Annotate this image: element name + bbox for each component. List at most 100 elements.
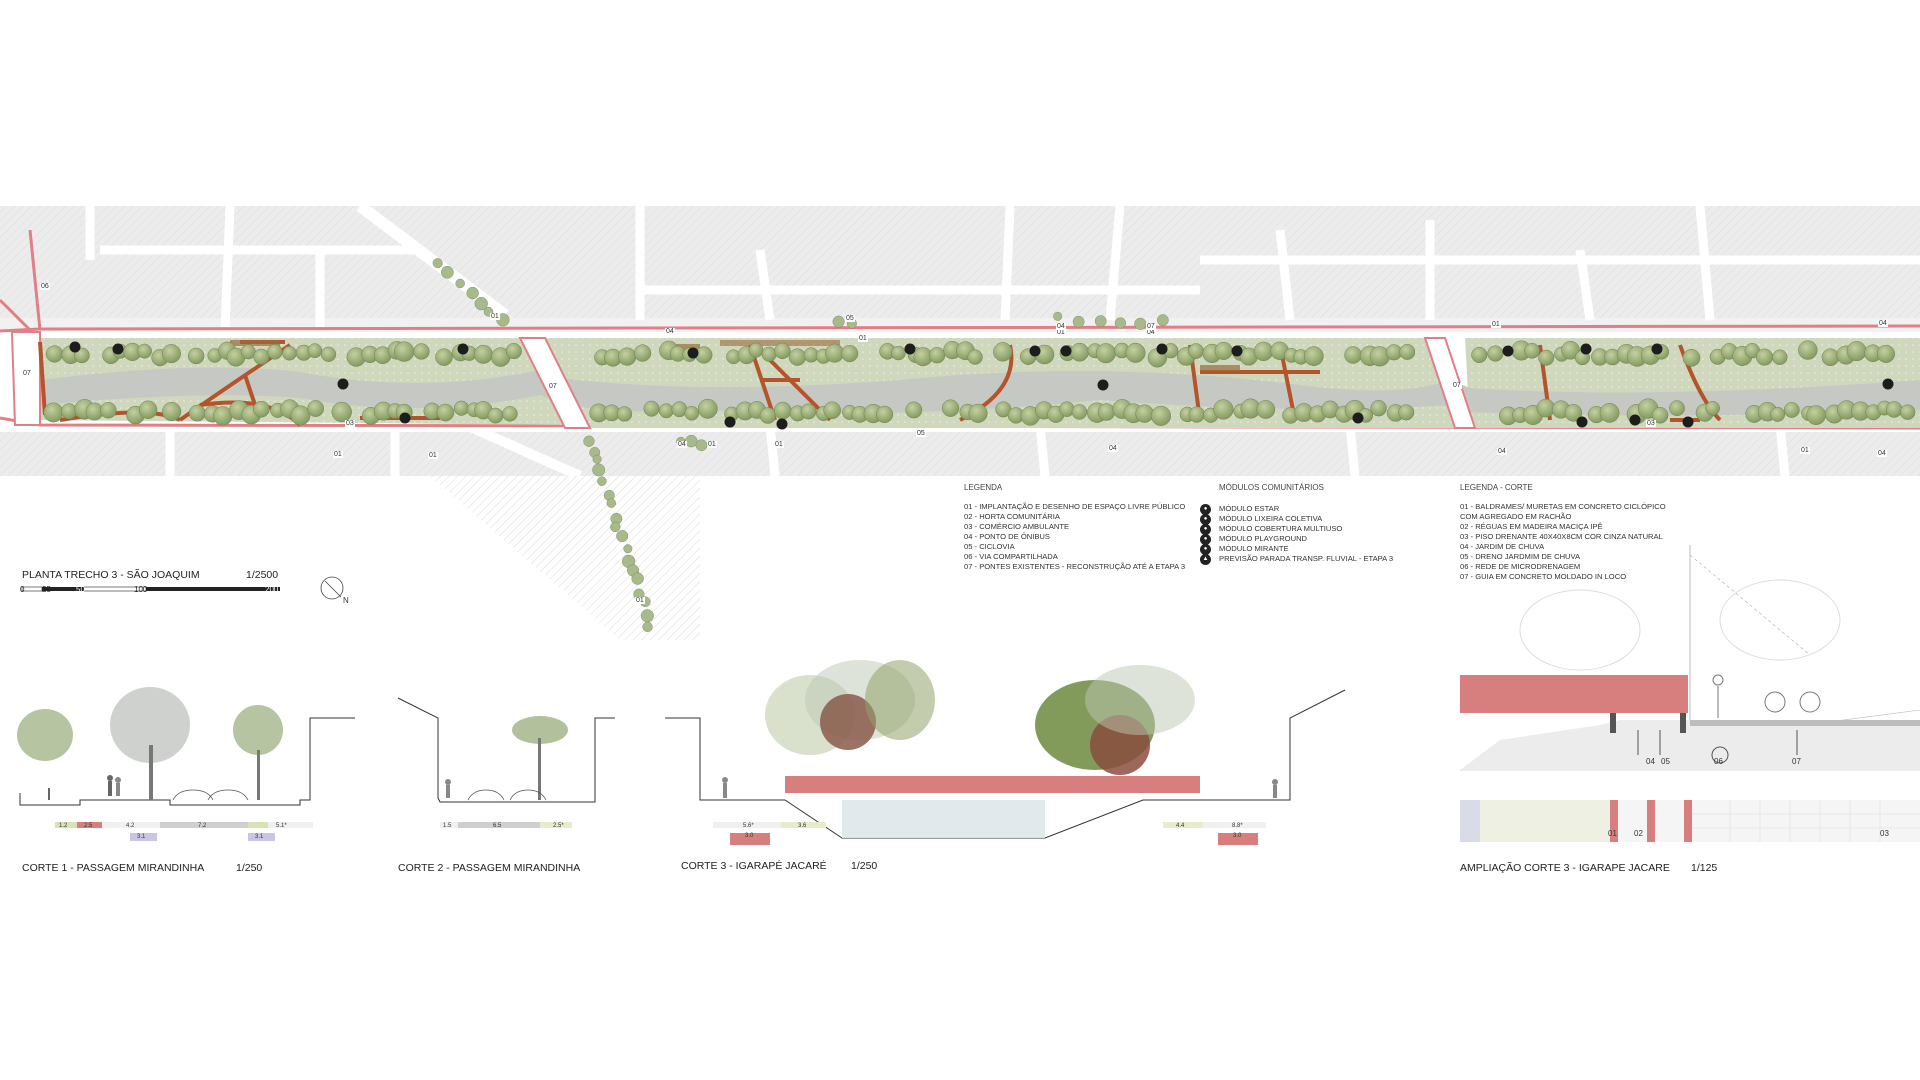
plan-tree bbox=[320, 346, 337, 362]
s2-dim: 2.5* bbox=[553, 823, 564, 829]
plan-tree bbox=[487, 407, 504, 424]
module-icon bbox=[1629, 414, 1641, 426]
plan-tree bbox=[162, 401, 182, 422]
legend-item: 03 - COMÉRCIO AMBULANTE bbox=[964, 522, 1070, 531]
plan-tree bbox=[774, 342, 791, 360]
plan-tree bbox=[282, 345, 297, 361]
plan-tree bbox=[413, 343, 430, 360]
plan-callout: 03 bbox=[1646, 420, 1656, 427]
plan-tree bbox=[473, 344, 493, 364]
plan-tree bbox=[307, 400, 325, 417]
section-legend-item: 06 - REDE DE MICRODRENAGEM bbox=[1460, 562, 1581, 571]
plan-tree bbox=[137, 343, 152, 359]
street-tree bbox=[631, 572, 644, 585]
module-icon bbox=[1097, 379, 1109, 391]
detail-label: 04 bbox=[1646, 757, 1655, 766]
street-tree bbox=[432, 258, 443, 269]
scalebar-label-25: 25 bbox=[42, 585, 51, 594]
plan-tree bbox=[1772, 349, 1788, 365]
street-tree bbox=[1157, 314, 1169, 326]
plan-tree bbox=[394, 341, 415, 362]
plan-tree bbox=[1564, 404, 1583, 422]
north-arrow bbox=[320, 576, 344, 600]
scalebar-label-200: 200 bbox=[265, 585, 279, 594]
plan-tree bbox=[161, 344, 181, 364]
s3-dim: 3.0 bbox=[745, 833, 754, 839]
plan-tree bbox=[502, 406, 518, 422]
plan-tree bbox=[633, 344, 652, 362]
plan-tree bbox=[1125, 342, 1146, 363]
module-row: ●MÓDULO COBERTURA MULTIUSO bbox=[1200, 523, 1393, 535]
street-tree bbox=[610, 521, 621, 533]
plan-tree bbox=[841, 345, 859, 363]
plan-scale: 1/2500 bbox=[246, 569, 279, 581]
module-icon bbox=[776, 418, 788, 430]
module-icon bbox=[1580, 343, 1592, 355]
plan-tree bbox=[891, 345, 906, 361]
s3-dim: 3.0 bbox=[1233, 833, 1242, 839]
legend-item: 06 - VIA COMPARTILHADA bbox=[964, 552, 1058, 561]
plan-callout: 04 bbox=[1877, 450, 1887, 457]
s1-dim: 3.1 bbox=[137, 834, 146, 840]
module-icon bbox=[904, 343, 916, 355]
plan-tree bbox=[61, 403, 77, 420]
plan-tree bbox=[1783, 402, 1800, 418]
plan-tree bbox=[1303, 346, 1324, 366]
plan-callout: 01 bbox=[1491, 321, 1501, 328]
plan-tree bbox=[875, 405, 894, 423]
module-row: ●MÓDULO LIXEIRA COLETIVA bbox=[1200, 513, 1393, 525]
plan-tree bbox=[1095, 343, 1116, 364]
plan-tree bbox=[1561, 340, 1580, 360]
plan-tree bbox=[45, 345, 64, 363]
modules-title: MÓDULOS COMUNITÁRIOS bbox=[1219, 483, 1324, 492]
legend-item: 07 - PONTES EXISTENTES - RECONSTRUÇÃO AT… bbox=[964, 562, 1186, 571]
plan-tree bbox=[1705, 400, 1720, 416]
module-icon bbox=[1576, 416, 1588, 428]
plan-tree bbox=[1599, 403, 1620, 423]
module-row: ●MÓDULO MIRANTE bbox=[1200, 543, 1393, 555]
module-icon bbox=[69, 341, 81, 353]
street-tree bbox=[695, 439, 708, 452]
module-icon bbox=[1651, 343, 1663, 355]
section-2 bbox=[397, 697, 615, 828]
plan-callout: 05 bbox=[845, 315, 855, 322]
plan-tree bbox=[1846, 341, 1867, 362]
plan-tree bbox=[1821, 348, 1840, 367]
street-tree bbox=[441, 265, 454, 279]
plan-tree bbox=[800, 403, 817, 420]
module-icon bbox=[337, 378, 349, 390]
plan-callout: 01 bbox=[428, 452, 438, 459]
modules-list: ●MÓDULO ESTAR ●MÓDULO LIXEIRA COLETIVA ●… bbox=[1200, 503, 1393, 565]
plan-tree bbox=[1669, 400, 1685, 417]
module-icon bbox=[724, 416, 736, 428]
detail-label: 06 bbox=[1714, 757, 1723, 766]
module-label: MÓDULO MIRANTE bbox=[1219, 544, 1289, 553]
plan-tree bbox=[1399, 343, 1416, 360]
s3-dim: 5.6* bbox=[743, 823, 754, 829]
plan-tree bbox=[1538, 349, 1555, 366]
module-icon bbox=[1156, 343, 1168, 355]
plan-tree bbox=[453, 400, 469, 416]
street-tree bbox=[1053, 311, 1063, 321]
street-tree bbox=[1134, 317, 1147, 330]
s1-dim: 3.1 bbox=[255, 834, 264, 840]
plan-callout: 01 bbox=[1800, 447, 1810, 454]
plan-tree bbox=[1188, 343, 1204, 359]
plan-tree bbox=[1214, 341, 1233, 360]
plan-callout: 04 bbox=[1497, 448, 1507, 455]
plan-tree bbox=[968, 403, 988, 423]
plan-title: PLANTA TRECHO 3 - SÃO JOAQUIM bbox=[22, 569, 200, 581]
module-icon bbox=[687, 347, 699, 359]
plan-tree bbox=[1682, 348, 1701, 367]
section-legend-list: 01 - BALDRAMES/ MURETAS EM CONCRETO CICL… bbox=[1460, 502, 1666, 582]
module-icon bbox=[399, 412, 411, 424]
plan-callout: 04 bbox=[1056, 323, 1066, 330]
plan-callout: 06 bbox=[40, 283, 50, 290]
plan-tree bbox=[267, 344, 283, 360]
plan-callout: 04 bbox=[677, 441, 687, 448]
plan-callout: 01 bbox=[490, 313, 500, 320]
plan-tree bbox=[618, 347, 637, 366]
plan-tree bbox=[505, 342, 522, 360]
section-legend-item: 04 - JARDIM DE CHUVA bbox=[1460, 542, 1545, 551]
plan-module-icons bbox=[69, 341, 1894, 430]
